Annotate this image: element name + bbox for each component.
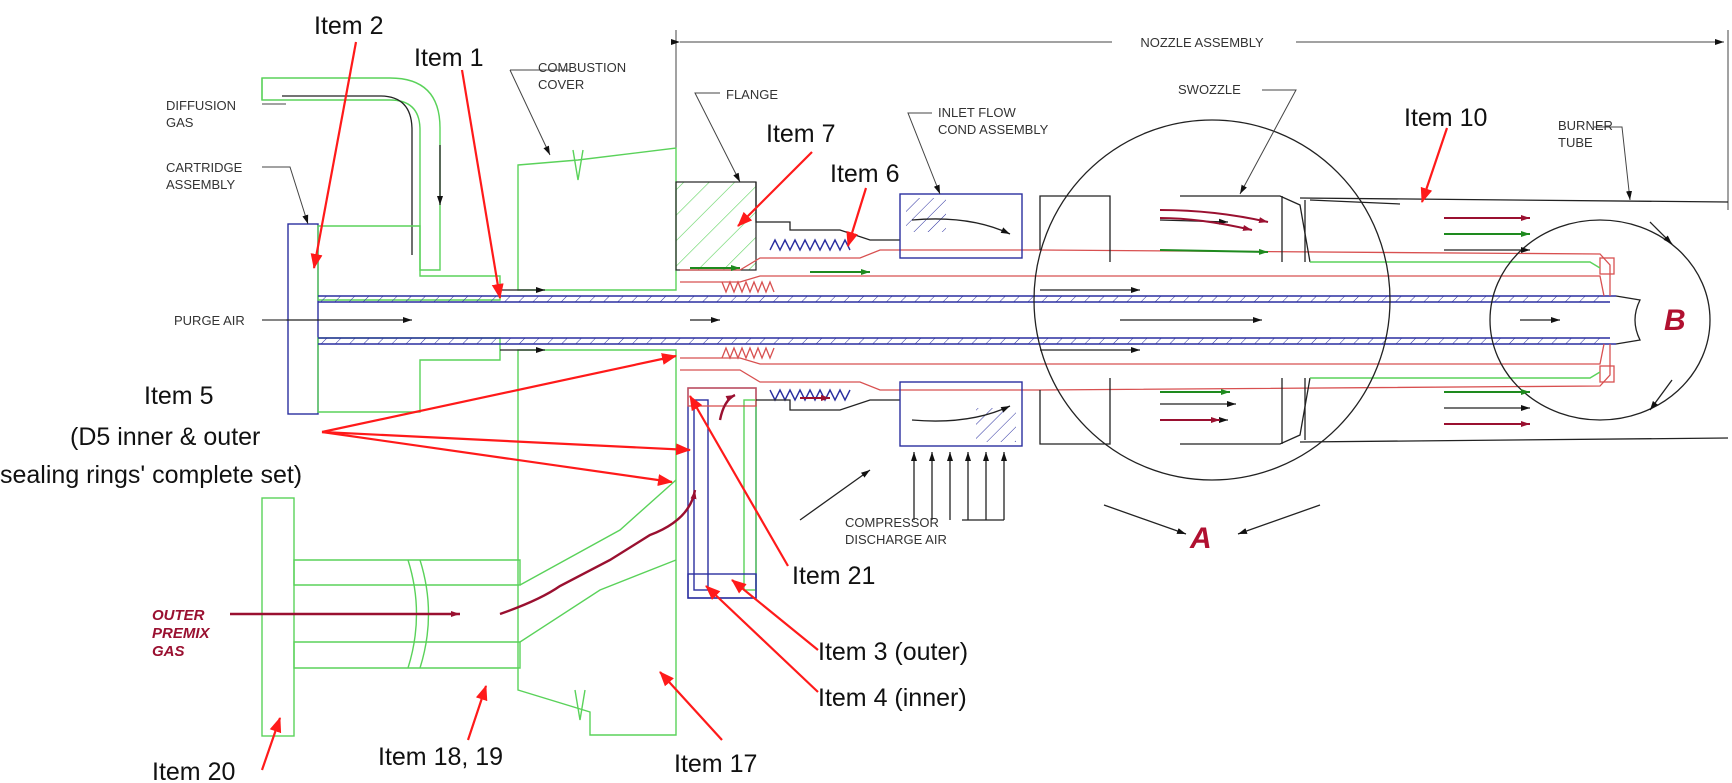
flow-arrows-colored — [230, 209, 1530, 617]
diffusion-gas-label-1: DIFFUSION — [166, 98, 236, 113]
item-10-label: Item 10 — [1404, 104, 1487, 132]
nozzle-assembly-dimension: NOZZLE ASSEMBLY — [671, 30, 1729, 210]
combustion-cover — [517, 147, 677, 736]
cartridge-assembly-label-1: CARTRIDGE — [166, 160, 243, 175]
item-17-label: Item 17 — [674, 750, 757, 778]
zone-b-label: B — [1664, 304, 1686, 337]
nozzle-assembly-label: NOZZLE ASSEMBLY — [1140, 35, 1264, 50]
diffusion-gas-label-2: GAS — [166, 115, 194, 130]
callout-leaders — [260, 41, 1449, 771]
compressor-air-label-2: DISCHARGE AIR — [845, 532, 947, 547]
burner-tube-label-2: TUBE — [1558, 135, 1593, 150]
item-7-label: Item 7 — [766, 120, 835, 148]
burner-tube-label-1: BURNER — [1558, 118, 1613, 133]
flange — [675, 181, 757, 271]
flange-label: FLANGE — [726, 87, 778, 102]
outer-casing — [755, 182, 1729, 445]
item-18-19-label: Item 18, 19 — [378, 743, 503, 771]
outer-premix-label-3: GAS — [152, 643, 185, 660]
combustion-cover-label-2: COVER — [538, 77, 584, 92]
burner-tip — [1310, 261, 1641, 379]
diffusion-gas-pipe — [261, 77, 443, 271]
combustion-cover-label-1: COMBUSTION — [538, 60, 626, 75]
item-callouts: Item 2 Item 1 Item 7 Item 6 Item 10 Item… — [0, 12, 1487, 783]
cartridge-assembly-label-2: ASSEMBLY — [166, 177, 235, 192]
outer-premix-inlet-pipe — [261, 479, 677, 737]
cartridge-assembly — [287, 223, 501, 415]
item-5-label-3: sealing rings' complete set) — [0, 461, 302, 489]
inlet-flow-label-2: COND ASSEMBLY — [938, 122, 1049, 137]
swozzle-label: SWOZZLE — [1178, 82, 1241, 97]
center-tube — [318, 295, 1616, 345]
purge-air-label: PURGE AIR — [174, 313, 245, 328]
part-labels: DIFFUSION GAS CARTRIDGE ASSEMBLY PURGE A… — [152, 60, 1686, 660]
item-5-label-2: (D5 inner & outer — [70, 423, 260, 451]
inlet-flow-conditioner — [899, 193, 1023, 447]
item-6-label: Item 6 — [830, 160, 899, 188]
label-leaders — [262, 69, 1633, 321]
item-1-label: Item 1 — [414, 44, 483, 72]
item-4-label: Item 4 (inner) — [818, 684, 967, 712]
item-21-label: Item 21 — [792, 562, 875, 590]
compressor-air-label-1: COMPRESSOR — [845, 515, 939, 530]
inlet-flow-label-1: INLET FLOW — [938, 105, 1017, 120]
compressor-air-arrows — [799, 452, 1007, 521]
outer-premix-label-2: PREMIX — [152, 625, 211, 642]
premix-passages — [680, 249, 1615, 391]
detail-circles — [1033, 119, 1711, 535]
outer-premix-label-1: OUTER — [152, 607, 205, 624]
item-3-label: Item 3 (outer) — [818, 638, 968, 666]
flow-arrows-black — [262, 218, 1560, 423]
item-2-label: Item 2 — [314, 12, 383, 40]
item-5-label-1: Item 5 — [144, 382, 213, 410]
bellows — [721, 238, 851, 402]
zone-a-label: A — [1189, 522, 1212, 555]
item-20-label: Item 20 — [152, 758, 235, 783]
